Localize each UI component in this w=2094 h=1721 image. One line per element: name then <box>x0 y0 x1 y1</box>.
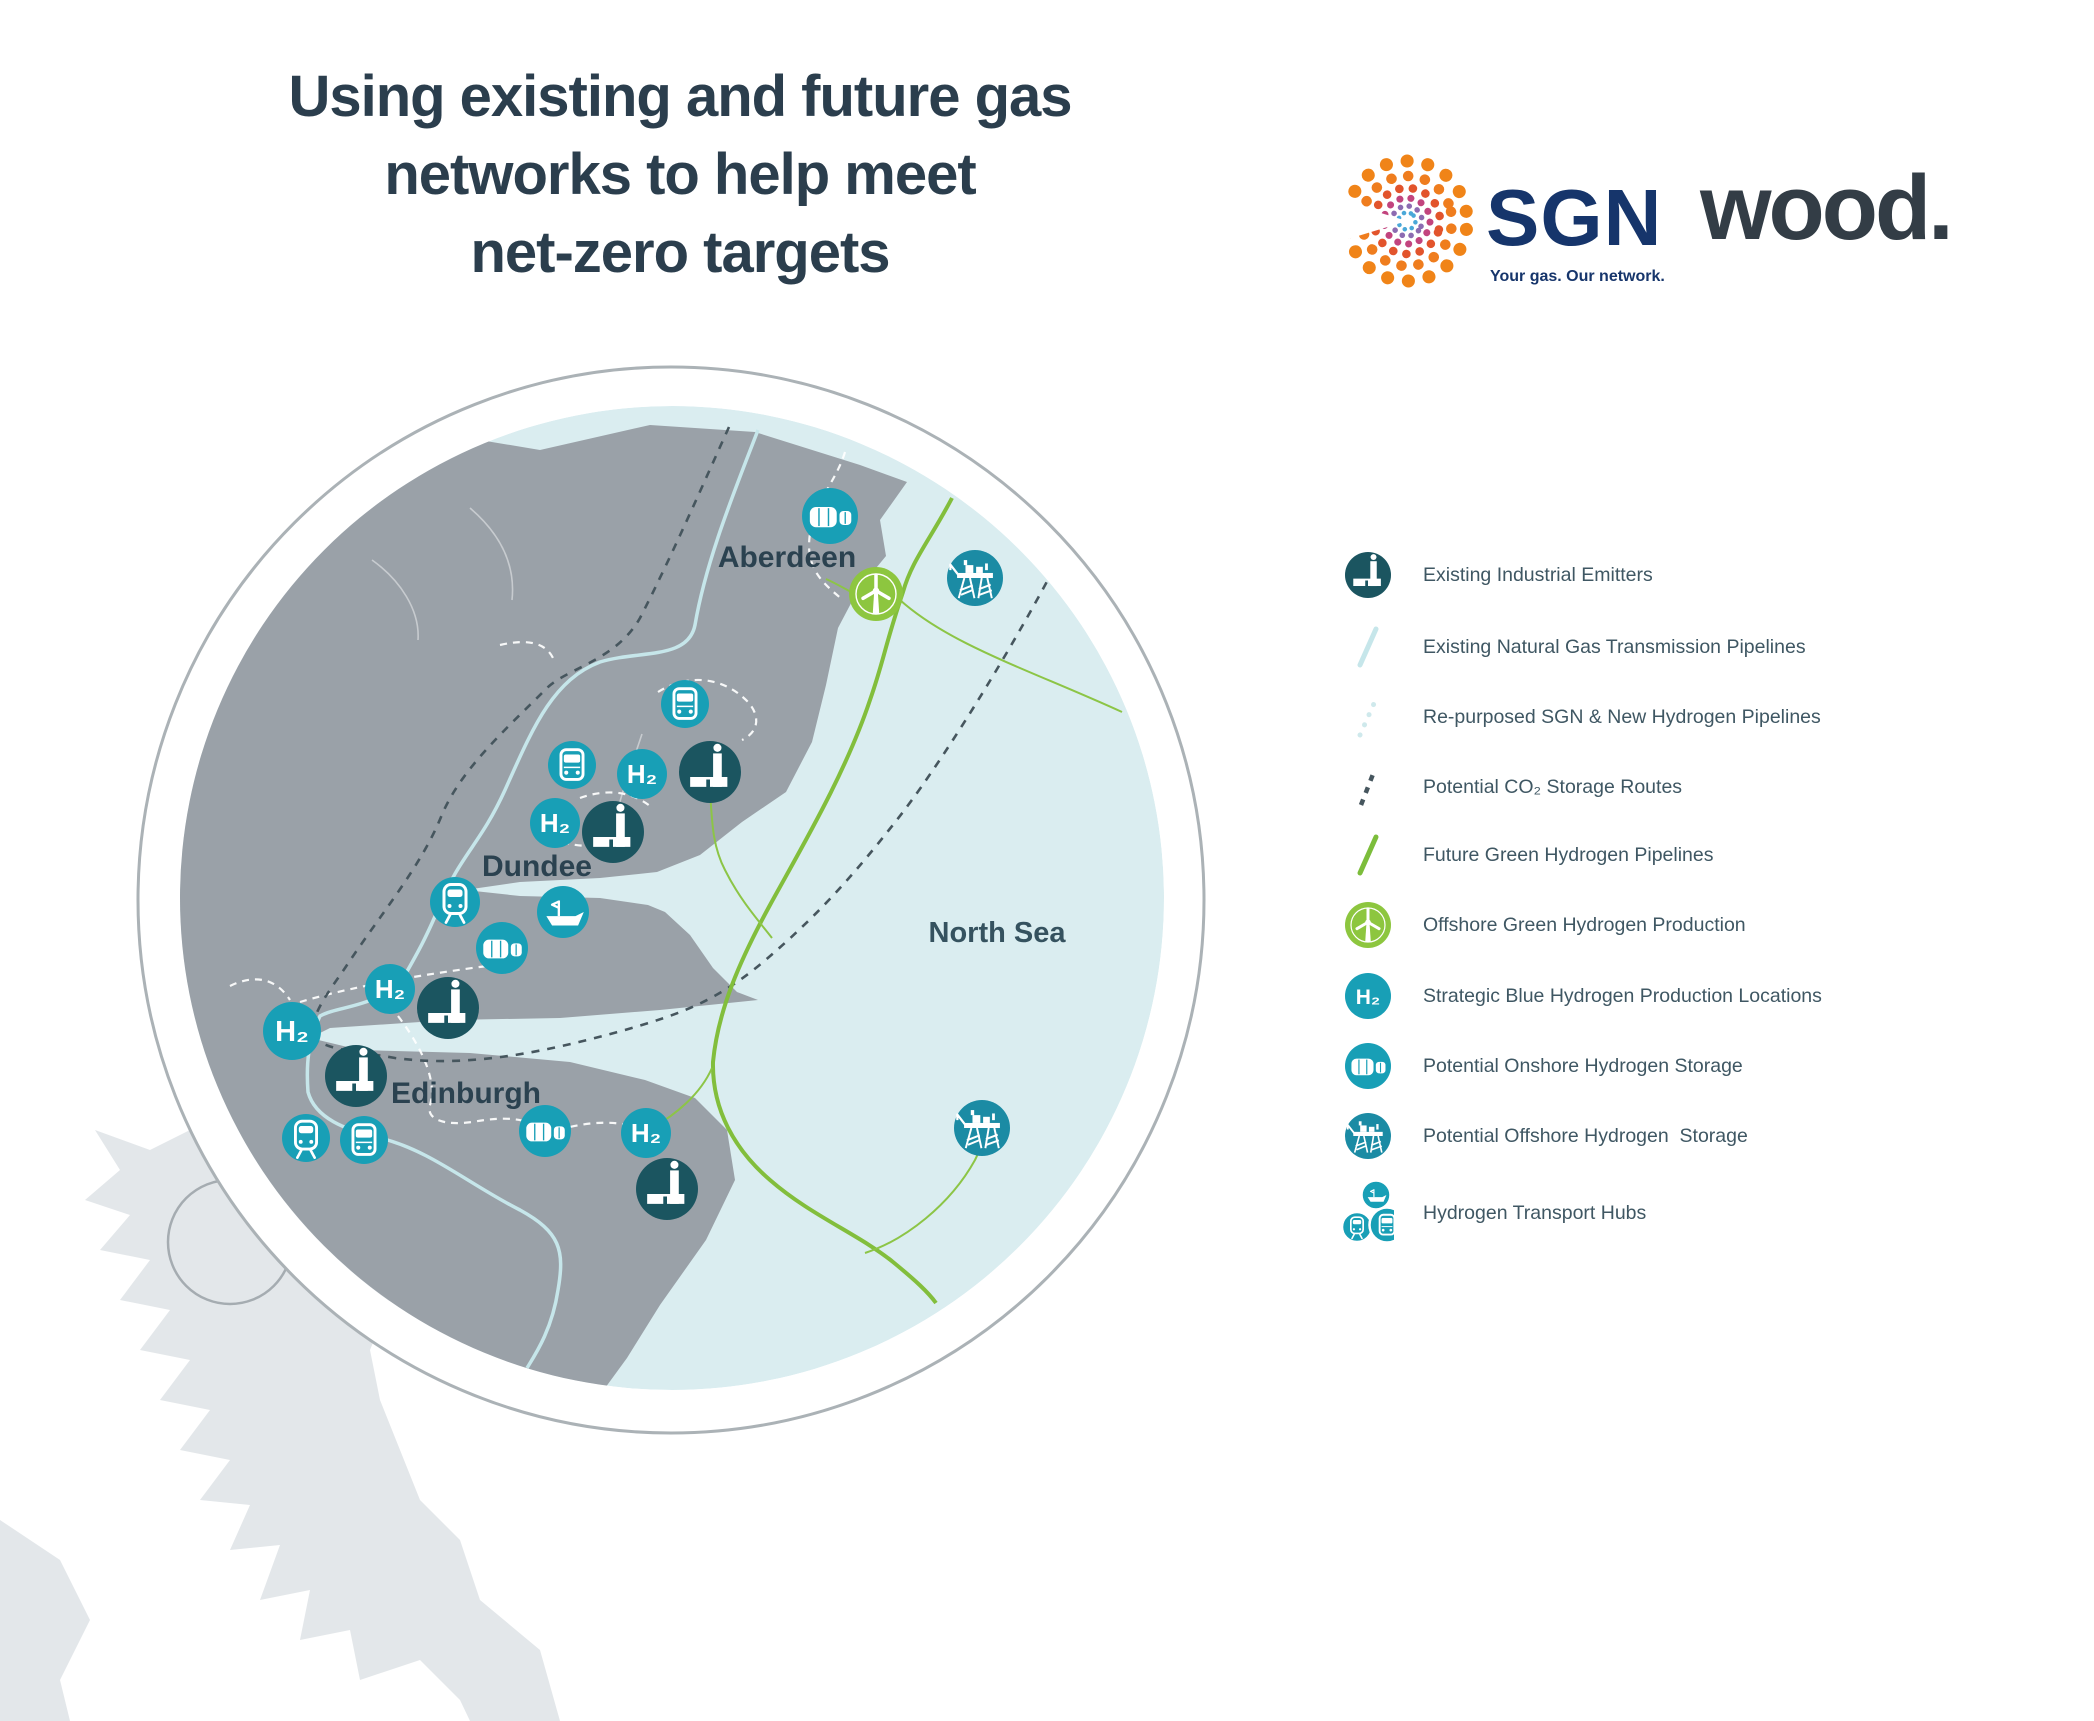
industrial-emitter-marker-grangemouth <box>325 1045 387 1107</box>
title-line-1: Using existing and future gas <box>288 64 1072 129</box>
bus-hub-marker-dundee <box>548 741 596 789</box>
label-north-sea: North Sea <box>929 917 1067 949</box>
offshore-storage-marker-north <box>947 550 1003 606</box>
gas-pipeline-line-icon <box>1342 623 1394 671</box>
industrial-emitter-marker-lothian <box>636 1158 698 1220</box>
h2-marker-west: H₂ <box>263 1002 321 1060</box>
sgn-logo-text: SGN <box>1486 173 1663 262</box>
industrial-emitter-icon <box>1342 551 1394 599</box>
legend-row-gas-pipelines: Existing Natural Gas Transmission Pipeli… <box>1342 623 1806 671</box>
legend-label: Hydrogen Transport Hubs <box>1423 1201 1647 1224</box>
industrial-emitter-marker-fife <box>417 977 479 1039</box>
map-outer-ring <box>136 365 1206 1435</box>
svg-text:H₂: H₂ <box>627 759 657 789</box>
svg-text:H₂: H₂ <box>631 1118 661 1148</box>
map-white-band <box>137 366 1205 1434</box>
svg-text:H₂: H₂ <box>540 808 570 838</box>
green-hydrogen-pipelines <box>651 497 1123 1305</box>
industrial-emitter-marker-montrose <box>679 741 741 803</box>
legend-label: Existing Industrial Emitters <box>1423 563 1653 586</box>
h2-marker-dundee-ne: H₂ <box>617 749 667 799</box>
wind-turbine-marker <box>849 567 903 621</box>
onshore-storage-marker-fife <box>476 922 528 974</box>
transport-hubs-icon <box>1342 1179 1394 1247</box>
legend-row-offshore-storage: Potential Offshore Hydrogen Storage <box>1342 1112 1748 1160</box>
co2-storage-route-icon <box>1342 763 1394 811</box>
legend-label: Re-purposed SGN & New Hydrogen Pipelines <box>1423 705 1821 728</box>
legend-label: Potential CO₂ Storage Routes <box>1423 775 1683 798</box>
h2-marker-lothian: H₂ <box>621 1108 671 1158</box>
wind-turbine-icon <box>1342 901 1394 949</box>
h2-marker-forth-n: H₂ <box>365 964 415 1014</box>
legend-label: Strategic Blue Hydrogen Production Locat… <box>1423 984 1822 1007</box>
legend-row-repurposed-pipelines: Re-purposed SGN & New Hydrogen Pipelines <box>1342 693 1821 741</box>
legend-row-blue-hydrogen: H₂ Strategic Blue Hydrogen Production Lo… <box>1342 972 1822 1020</box>
h2-marker-dundee-w: H₂ <box>530 798 580 848</box>
repurposed-pipeline-dashed-icon <box>1342 693 1394 741</box>
legend-row-onshore-storage: Potential Onshore Hydrogen Storage <box>1342 1042 1743 1090</box>
svg-text:H₂: H₂ <box>375 974 405 1004</box>
green-pipeline-line-icon <box>1342 831 1394 879</box>
train-hub-marker-edinburgh <box>282 1114 330 1162</box>
label-aberdeen: Aberdeen <box>718 541 856 574</box>
title-line-3: net-zero targets <box>470 220 890 285</box>
legend-row-transport-hubs: Hydrogen Transport Hubs <box>1342 1178 1646 1248</box>
sgn-spiral-icon <box>1322 154 1474 288</box>
label-edinburgh: Edinburgh <box>391 1077 541 1110</box>
bus-hub-marker-edinburgh <box>340 1116 388 1164</box>
legend-label: Potential Offshore Hydrogen Storage <box>1423 1124 1748 1147</box>
onshore-storage-icon <box>1342 1042 1394 1090</box>
bus-hub-marker-north <box>661 680 709 728</box>
industrial-emitter-marker-dundee <box>582 801 644 863</box>
legend-label: Existing Natural Gas Transmission Pipeli… <box>1423 635 1806 658</box>
sgn-logo-tagline: Your gas. Our network. <box>1490 268 1665 285</box>
offshore-storage-icon <box>1342 1112 1394 1160</box>
svg-text:H₂: H₂ <box>275 1016 309 1048</box>
title-line-2: networks to help meet <box>384 142 976 207</box>
ship-hub-marker-dundee <box>537 886 589 938</box>
label-dundee: Dundee <box>482 850 592 883</box>
co2-storage-route <box>311 426 1064 1063</box>
legend-row-industrial-emitters: Existing Industrial Emitters <box>1342 551 1653 599</box>
legend-row-co2-routes: Potential CO₂ Storage Routes <box>1342 763 1682 811</box>
wood-logo-text: wood. <box>1700 157 1954 259</box>
h2-icon: H₂ <box>1342 972 1394 1020</box>
legend-label: Future Green Hydrogen Pipelines <box>1423 843 1714 866</box>
legend-row-offshore-green: Offshore Green Hydrogen Production <box>1342 901 1746 949</box>
page-title: Using existing and future gas networks t… <box>120 58 1240 292</box>
legend-label: Offshore Green Hydrogen Production <box>1423 913 1746 936</box>
onshore-storage-marker-aberdeen <box>802 488 858 544</box>
map-markers: H₂ H₂ H₂ <box>263 488 1010 1220</box>
legend-label: Potential Onshore Hydrogen Storage <box>1423 1054 1743 1077</box>
offshore-storage-marker-south <box>954 1100 1010 1156</box>
legend-row-green-pipelines: Future Green Hydrogen Pipelines <box>1342 831 1714 879</box>
onshore-storage-marker-lothian <box>519 1105 571 1157</box>
svg-text:H₂: H₂ <box>1356 986 1381 1009</box>
train-hub-marker-dundee <box>430 877 480 927</box>
